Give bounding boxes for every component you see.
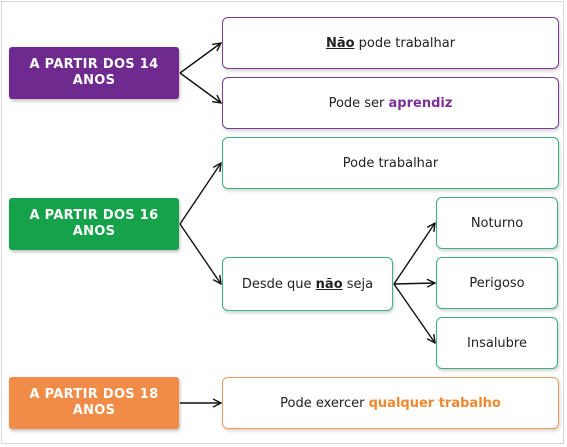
arrow-14-to-aprendiz bbox=[179, 72, 221, 103]
group-age-14-line2: ANOS bbox=[72, 73, 116, 88]
node-desde-que-nao-seja: Desde que não seja bbox=[222, 257, 393, 311]
node-desde-emphasis: não bbox=[315, 276, 343, 292]
group-age-16-line1: A PARTIR DOS 16 bbox=[29, 208, 159, 223]
arrow-desde-to-insalubre bbox=[393, 283, 435, 343]
node-desde-suffix: seja bbox=[342, 276, 374, 292]
node-noturno: Noturno bbox=[436, 197, 558, 249]
group-age-16-line2: ANOS bbox=[72, 224, 116, 239]
group-age-14: A PARTIR DOS 14 ANOS bbox=[9, 47, 179, 99]
node-nao-pode-trabalhar: Não pode trabalhar bbox=[222, 17, 559, 69]
node-aprendiz-prefix: Pode ser bbox=[328, 95, 389, 111]
arrow-desde-to-perigoso bbox=[393, 283, 435, 284]
node-qualquer-prefix: Pode exercer bbox=[280, 395, 369, 411]
node-desde-prefix: Desde que bbox=[241, 276, 316, 292]
node-pode-trabalhar: Pode trabalhar bbox=[222, 137, 559, 189]
arrow-14-to-nao-pode bbox=[179, 43, 221, 74]
node-aprendiz-highlight: aprendiz bbox=[388, 95, 453, 111]
node-insalubre: Insalubre bbox=[436, 317, 558, 369]
node-qualquer-highlight: qualquer trabalho bbox=[368, 395, 501, 411]
node-noturno-text: Noturno bbox=[470, 215, 524, 231]
group-age-16: A PARTIR DOS 16 ANOS bbox=[9, 198, 179, 250]
node-perigoso-text: Perigoso bbox=[469, 275, 525, 291]
node-pode-trabalhar-text: Pode trabalhar bbox=[342, 155, 439, 171]
node-pode-exercer-qualquer-trabalho: Pode exercer qualquer trabalho bbox=[222, 377, 559, 429]
node-pode-ser-aprendiz: Pode ser aprendiz bbox=[222, 77, 559, 129]
node-insalubre-text: Insalubre bbox=[467, 335, 527, 351]
node-nao-pode-rest: pode trabalhar bbox=[354, 35, 456, 51]
arrow-16-to-desde-que bbox=[179, 223, 221, 284]
group-age-18-line1: A PARTIR DOS 18 bbox=[29, 387, 159, 402]
node-perigoso: Perigoso bbox=[436, 257, 558, 309]
node-nao-emphasis: Não bbox=[325, 35, 355, 51]
arrow-16-to-pode-trabalhar bbox=[179, 163, 221, 225]
group-age-18: A PARTIR DOS 18 ANOS bbox=[9, 377, 179, 429]
group-age-14-line1: A PARTIR DOS 14 bbox=[29, 57, 159, 72]
group-age-18-line2: ANOS bbox=[72, 403, 116, 418]
arrow-desde-to-noturno bbox=[393, 223, 435, 285]
